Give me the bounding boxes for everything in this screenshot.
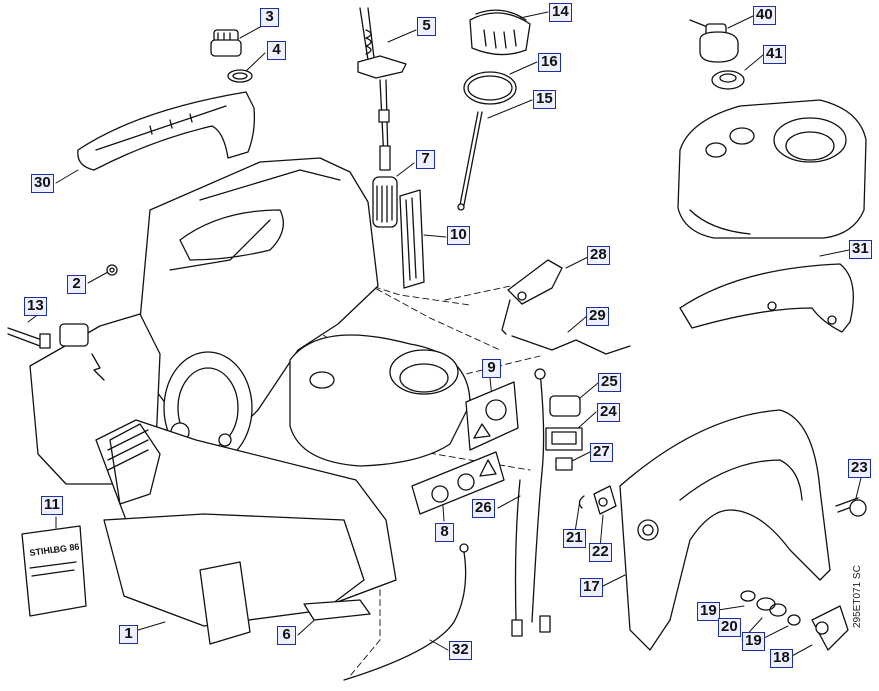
part-21-clip: [578, 495, 585, 509]
part-28-trigger: [501, 259, 563, 335]
part-25-cap: [549, 395, 581, 417]
callout-20[interactable]: 20: [718, 618, 741, 637]
callout-1[interactable]: 1: [119, 625, 138, 644]
callout-23[interactable]: 23: [848, 459, 871, 478]
callout-13[interactable]: 13: [24, 297, 47, 316]
part-29-rod: [511, 335, 631, 355]
document-code: 295ET071 SC: [852, 565, 863, 628]
part-32-ground-wire: [343, 543, 469, 681]
callout-4[interactable]: 4: [267, 41, 286, 60]
part-23-screw: [835, 497, 867, 517]
part-40-valve: [689, 19, 739, 63]
callout-18[interactable]: 18: [770, 649, 793, 668]
callout-28[interactable]: 28: [587, 246, 610, 265]
callout-27[interactable]: 27: [590, 443, 613, 462]
part-10-strip: [399, 189, 425, 289]
callout-19-upper[interactable]: 19: [697, 602, 720, 621]
part-27-connector: [555, 457, 573, 471]
part-24-switch: [545, 427, 583, 451]
callout-29[interactable]: 29: [586, 307, 609, 326]
leader-lines: [27, 11, 862, 658]
part-31-cover: [679, 263, 854, 333]
tank-housing-right: [677, 99, 867, 239]
callout-30[interactable]: 30: [31, 174, 54, 193]
part-9-decal: [465, 381, 519, 451]
callout-31[interactable]: 31: [849, 240, 872, 259]
callout-16[interactable]: 16: [538, 53, 561, 72]
part-7-fuel-filter: [372, 176, 398, 228]
part-4-o-ring: [227, 69, 253, 83]
part-8-warning-decal: [411, 451, 505, 515]
callout-6[interactable]: 6: [277, 626, 296, 645]
part-30-handle: [77, 91, 256, 171]
part-13-bolt: [7, 327, 51, 349]
part-19-washer: [740, 590, 756, 602]
part-11-label: STIHL BG 86: [21, 525, 87, 617]
right-tank-section: [289, 334, 471, 467]
part-6-decal: [303, 599, 371, 621]
part-41-grommet: [711, 70, 745, 90]
part-2-screw: [106, 264, 118, 276]
callout-9[interactable]: 9: [482, 359, 501, 378]
callout-19-lower[interactable]: 19: [742, 632, 765, 651]
part-26-wiring: [511, 368, 551, 637]
part-18-knob: [811, 605, 849, 651]
callout-14[interactable]: 14: [549, 3, 572, 22]
part-1-nozzle: [103, 513, 365, 645]
callout-5[interactable]: 5: [417, 17, 436, 36]
callout-17[interactable]: 17: [580, 578, 603, 597]
part-3-grommet: [210, 29, 242, 57]
callout-32[interactable]: 32: [449, 641, 472, 660]
callout-21[interactable]: 21: [563, 529, 586, 548]
part-20-washer: [769, 603, 787, 617]
part-17-rear-handle: [619, 409, 831, 651]
callout-25[interactable]: 25: [598, 373, 621, 392]
part-16-seal: [463, 71, 517, 105]
callout-15[interactable]: 15: [533, 90, 556, 109]
svg-text:BG 86: BG 86: [53, 541, 80, 555]
callout-40[interactable]: 40: [753, 6, 776, 25]
part-15-rod: [457, 111, 483, 211]
callout-26[interactable]: 26: [472, 499, 495, 518]
callout-7[interactable]: 7: [416, 150, 435, 169]
callout-10[interactable]: 10: [447, 226, 470, 245]
callout-3[interactable]: 3: [260, 8, 279, 27]
part-14-tank-cap: [469, 9, 531, 56]
callout-11[interactable]: 11: [41, 496, 63, 515]
callout-24[interactable]: 24: [597, 403, 620, 422]
part-5-fuel-line: [357, 7, 407, 171]
callout-41[interactable]: 41: [763, 45, 786, 64]
part-22-knob: [593, 485, 617, 515]
callout-8[interactable]: 8: [435, 523, 454, 542]
svg-text:STIHL: STIHL: [29, 544, 57, 558]
callout-2[interactable]: 2: [67, 275, 86, 294]
callout-22[interactable]: 22: [589, 543, 612, 562]
